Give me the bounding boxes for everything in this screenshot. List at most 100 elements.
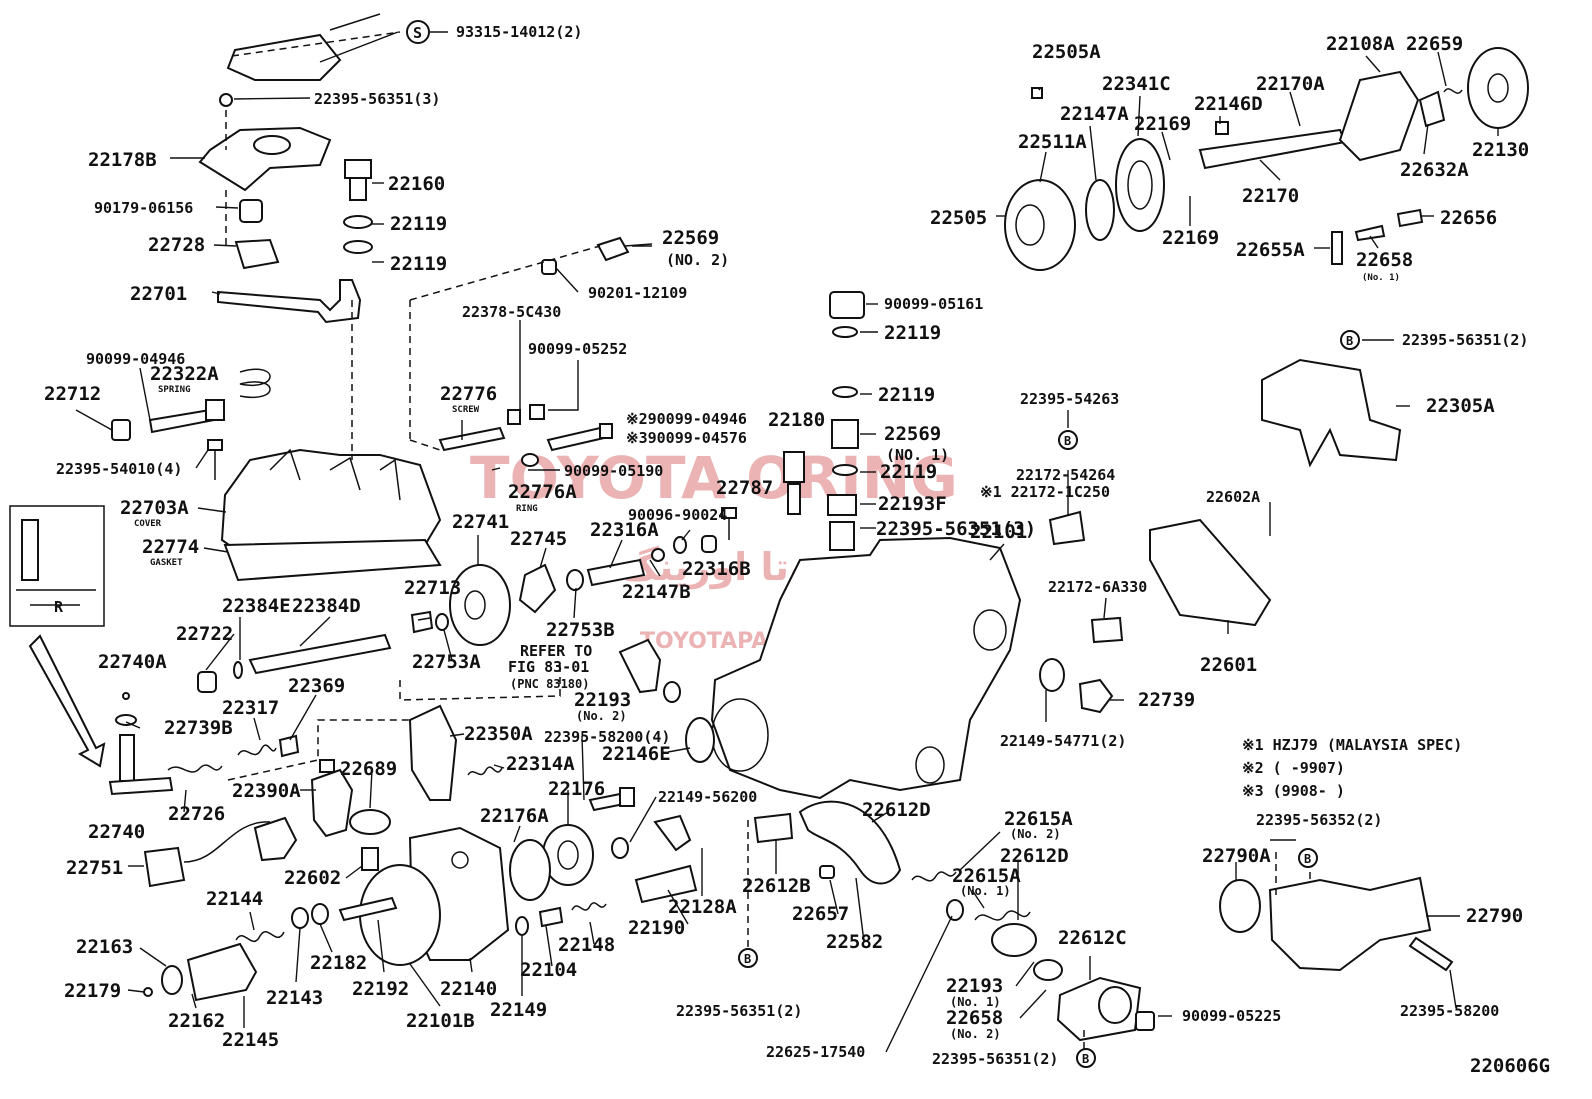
label-22180: 22180 (768, 409, 825, 431)
label-22314A: 22314A (506, 753, 575, 775)
marker-b-3: B (744, 952, 751, 966)
label-22395-56352: 22395-56352(2) (1256, 811, 1382, 829)
label-22147B: 22147B (622, 581, 691, 603)
label-22740A: 22740A (98, 651, 167, 673)
label-22384D: 22384D (292, 595, 361, 617)
label-22655A: 22655A (1236, 239, 1305, 261)
label-22740: 22740 (88, 821, 145, 843)
label-22689: 22689 (340, 758, 397, 780)
label-22632A: 22632A (1400, 159, 1469, 181)
label-22130: 22130 (1472, 139, 1529, 161)
label-22146D: 22146D (1194, 93, 1263, 115)
label-22615A-no2-sub: (No. 2) (1010, 827, 1061, 841)
label-gasket: GASKET (150, 558, 183, 568)
label-22149: 22149 (490, 999, 547, 1021)
label-22119-c: 22119 (884, 322, 941, 344)
label-22612C: 22612C (1058, 927, 1127, 949)
label-x3-90099-04576: ※390099-04576 (626, 429, 747, 447)
label-22658-no1-sub: (No. 1) (1362, 273, 1400, 283)
label-22108A: 22108A (1326, 33, 1395, 55)
label-22193-no2-sub: (No. 2) (576, 709, 627, 723)
marker-b-2-circle (1058, 430, 1078, 450)
tube-22582-shape (798, 800, 902, 885)
lever-22350A-shape (408, 704, 458, 801)
label-22569-no1-sub: (NO. 1) (886, 446, 949, 464)
label-90201-12109: 90201-12109 (588, 284, 687, 302)
label-22176A: 22176A (480, 805, 549, 827)
label-22774: 22774 (142, 536, 199, 558)
label-22169-a: 22169 (1134, 113, 1191, 135)
label-22703A: 22703A (120, 497, 189, 519)
label-22751: 22751 (66, 857, 123, 879)
label-22569-no1: 22569 (884, 423, 941, 445)
label-22511A: 22511A (1018, 131, 1087, 153)
label-x2-90099-04946: ※290099-04946 (626, 410, 747, 428)
label-22395-56351-3a: 22395-56351(3) (314, 90, 440, 108)
shaft-22170-shape (1198, 128, 1347, 170)
label-22569-no2: 22569 (662, 227, 719, 249)
label-22395-54263: 22395-54263 (1020, 390, 1119, 408)
label-22192: 22192 (352, 978, 409, 1000)
label-22612B: 22612B (742, 875, 811, 897)
label-22790A: 22790A (1202, 845, 1271, 867)
label-22160: 22160 (388, 173, 445, 195)
label-22305A: 22305A (1426, 395, 1495, 417)
label-90099-05252: 90099-05252 (528, 340, 627, 358)
label-22712: 22712 (44, 383, 101, 405)
label-22395-56351-3b: 22602A (1206, 488, 1260, 506)
label-22169-b: 22169 (1162, 227, 1219, 249)
marker-b-4: B (1304, 852, 1311, 866)
label-refer-3: (PNC 83180) (510, 677, 589, 691)
label-22193F: 22193F (878, 493, 947, 515)
note-2: ※2 ( -9907) (1242, 759, 1345, 777)
label-22658-no2-sub: (No. 2) (950, 1027, 1001, 1041)
label-90096-90024: 90096-90024 (628, 506, 727, 524)
label-22722: 22722 (176, 623, 233, 645)
label-22316B: 22316B (682, 558, 751, 580)
label-22172-6A330: 22172-6A330 (1048, 578, 1147, 596)
label-22395-56351-2b: 22395-56351(2) (676, 1002, 802, 1020)
label-spring: SPRING (158, 385, 191, 395)
label-22615A-no1-sub: (No. 1) (960, 884, 1011, 898)
label-22602: 22602 (284, 867, 341, 889)
label-22163: 22163 (76, 936, 133, 958)
label-22776: 22776 (440, 383, 497, 405)
label-22658-no1: 22658 (1356, 249, 1413, 271)
label-22625-17540: 22625-17540 (766, 1043, 865, 1061)
marker-b-5: B (1082, 1052, 1089, 1066)
markers: S B B B B B (406, 20, 1360, 1068)
block-22790-shape (1268, 876, 1432, 972)
label-22728: 22728 (148, 234, 205, 256)
shaft-22384D-shape (248, 633, 392, 675)
label-22753B: 22753B (546, 619, 615, 641)
bracket-22178B-shape (198, 126, 332, 192)
leader-lines (75, 31, 1499, 1053)
label-22505: 22505 (930, 207, 987, 229)
label-22787: 22787 (716, 477, 773, 499)
label-22378-5C430: 22378-5C430 (462, 303, 561, 321)
cam-22108A-shape (1338, 70, 1420, 162)
label-22128A: 22128A (668, 896, 737, 918)
label-22657: 22657 (792, 903, 849, 925)
label-22341C: 22341C (1102, 73, 1171, 95)
label-cover: COVER (134, 519, 162, 529)
label-22395-54010: 22395-54010(4) (56, 460, 182, 478)
label-22601: 22601 (1200, 654, 1257, 676)
gasket-22774-shape (223, 538, 442, 582)
lever-22701-shape (217, 279, 362, 324)
label-22146E: 22146E (602, 743, 671, 765)
inset-arrow (28, 634, 106, 768)
label-22147A: 22147A (1060, 103, 1129, 125)
plate-22601-shape (1149, 518, 1272, 627)
label-22753A: 22753A (412, 651, 481, 673)
marker-b-1-circle (1340, 330, 1360, 350)
label-22162: 22162 (168, 1010, 225, 1032)
label-x1-22172-1C250: ※1 22172-1C250 (980, 483, 1110, 501)
label-screw: SCREW (452, 405, 480, 415)
label-22316A: 22316A (590, 519, 659, 541)
label-22395-56351-2a: 22395-56351(2) (1402, 331, 1528, 349)
marker-b-3-circle (738, 948, 758, 968)
inset-box (9, 505, 105, 627)
label-22145: 22145 (222, 1029, 279, 1051)
